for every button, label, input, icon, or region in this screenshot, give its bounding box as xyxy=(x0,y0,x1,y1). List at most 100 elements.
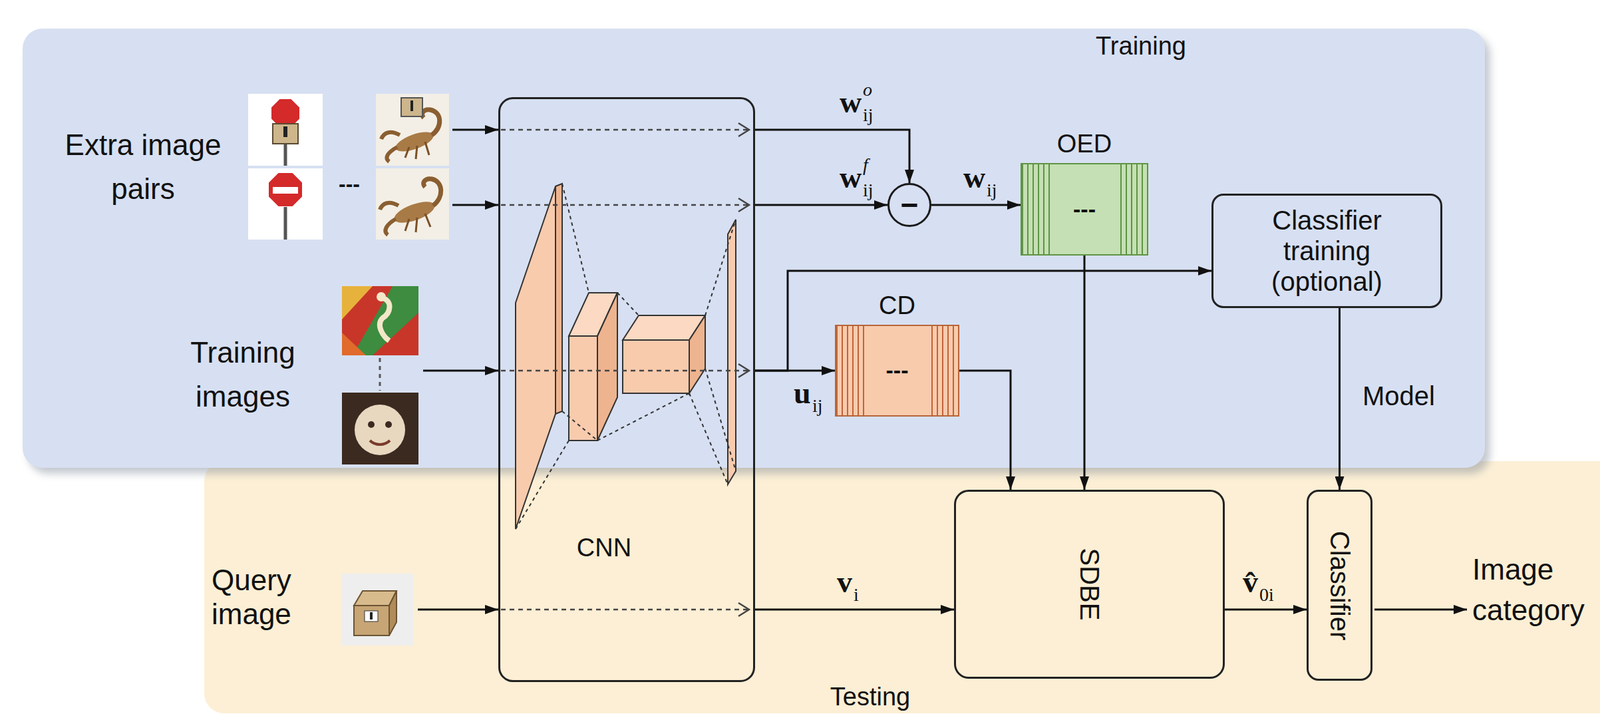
scorpion-photo xyxy=(422,109,440,136)
output-label: Image category xyxy=(1472,549,1596,631)
cnn-layers xyxy=(597,292,618,441)
math-symbol: u xyxy=(793,377,811,409)
stop-sign-photo xyxy=(283,126,288,138)
pattern-photo xyxy=(341,332,366,356)
box-label: Classifier training (optional) xyxy=(1244,204,1411,297)
math-symbol: v̂ xyxy=(1242,566,1259,598)
superscript: o xyxy=(862,80,873,100)
ellipsis-mark: --- xyxy=(338,172,360,195)
pattern-photo xyxy=(341,286,419,356)
subscript: 0i xyxy=(1259,585,1275,605)
feature-path xyxy=(500,369,748,372)
subscript: ij xyxy=(812,396,823,416)
scorpion-photo xyxy=(401,97,423,117)
box-heading: OED xyxy=(1057,129,1112,160)
subscript: ij xyxy=(986,180,998,200)
cnn-layers xyxy=(568,335,598,441)
input-arrow xyxy=(452,204,499,207)
stop-sign-photo xyxy=(248,93,323,166)
math-symbol: w xyxy=(963,162,986,193)
connector-arrow xyxy=(1224,608,1307,611)
face-photo xyxy=(385,421,392,428)
cnn-layers xyxy=(515,186,556,529)
box-label: Classifier xyxy=(1324,530,1356,640)
stop-sign-photo xyxy=(272,123,299,144)
input-arrow xyxy=(452,129,499,132)
math-label: uij xyxy=(793,377,811,409)
face-photo xyxy=(367,421,375,428)
subscript: ij xyxy=(862,180,874,200)
input-label: Training images xyxy=(172,330,313,419)
face-photo xyxy=(341,392,419,465)
input-arrow xyxy=(417,608,499,611)
layer-links xyxy=(515,440,569,529)
scorpion-photo xyxy=(391,197,438,227)
scorpion-photo xyxy=(393,127,436,156)
math-label: woij xyxy=(839,87,862,118)
math-symbol: v xyxy=(836,566,853,598)
scorpion-photo xyxy=(385,218,396,235)
box-photo xyxy=(364,610,378,622)
cnn-layers xyxy=(622,339,690,394)
layer-links xyxy=(705,219,736,316)
input-arrow xyxy=(1374,608,1467,611)
math-symbol: w xyxy=(839,87,862,118)
connector-arrow xyxy=(755,270,1212,371)
scorpion-photo xyxy=(375,168,450,240)
face-photo xyxy=(341,392,419,465)
feature-path xyxy=(500,123,750,617)
pattern-photo xyxy=(379,298,390,341)
ellipsis-mark: --- xyxy=(1073,196,1096,223)
stop-sign-photo xyxy=(268,172,303,207)
subscript: i xyxy=(853,585,859,605)
box-photo xyxy=(353,605,390,636)
math-label: wfij xyxy=(839,162,862,193)
scorpion-photo xyxy=(405,213,431,233)
feature-path xyxy=(500,129,748,132)
face-photo xyxy=(354,404,406,456)
superscript: f xyxy=(862,155,869,175)
edge-label: Model xyxy=(1362,380,1436,412)
math-label: v̂0i xyxy=(1242,566,1259,598)
feature-path xyxy=(500,204,748,207)
box-label: CNN xyxy=(576,533,632,563)
layer-links xyxy=(705,368,736,472)
math-label: wij xyxy=(963,162,986,193)
layer-links xyxy=(515,183,736,529)
ellipsis-mark: --- xyxy=(886,357,909,384)
scorpion-photo xyxy=(423,178,442,206)
process-box: SDBE xyxy=(954,489,1225,679)
stop-sign-photo xyxy=(272,186,299,194)
pattern-photo xyxy=(352,286,419,356)
layer-links xyxy=(689,393,728,485)
scorpion-photo xyxy=(375,93,450,166)
layer-links xyxy=(597,393,690,441)
testing-panel: TestingSDBEClassifier xyxy=(204,461,1600,716)
process-box: Classifier training (optional) xyxy=(1211,193,1443,309)
stop-sign-photo xyxy=(248,168,323,240)
stop-sign-photo xyxy=(248,168,323,240)
cnn-layers xyxy=(727,219,736,485)
input-label: Query image xyxy=(211,563,312,631)
connector-arrow xyxy=(755,608,955,611)
layer-links xyxy=(617,292,639,316)
feature-path xyxy=(500,608,748,611)
feature-path xyxy=(738,363,750,378)
scorpion-photo xyxy=(386,147,398,162)
input-arrow xyxy=(417,129,1467,610)
input-label: Extra image pairs xyxy=(43,123,243,211)
scorpion-photo xyxy=(375,93,450,166)
feature-path xyxy=(738,198,750,212)
connector-arrow xyxy=(755,204,888,207)
minus-sign: − xyxy=(900,189,919,221)
box-photo xyxy=(341,573,414,646)
cnn-layers xyxy=(689,315,706,394)
layer-links xyxy=(562,183,589,293)
connector-arrow xyxy=(1338,308,1341,490)
pattern-photo xyxy=(341,286,373,320)
dotted-link xyxy=(379,357,382,391)
box-photo xyxy=(369,612,373,620)
math-label: vi xyxy=(836,566,853,598)
box-photo xyxy=(389,590,397,636)
